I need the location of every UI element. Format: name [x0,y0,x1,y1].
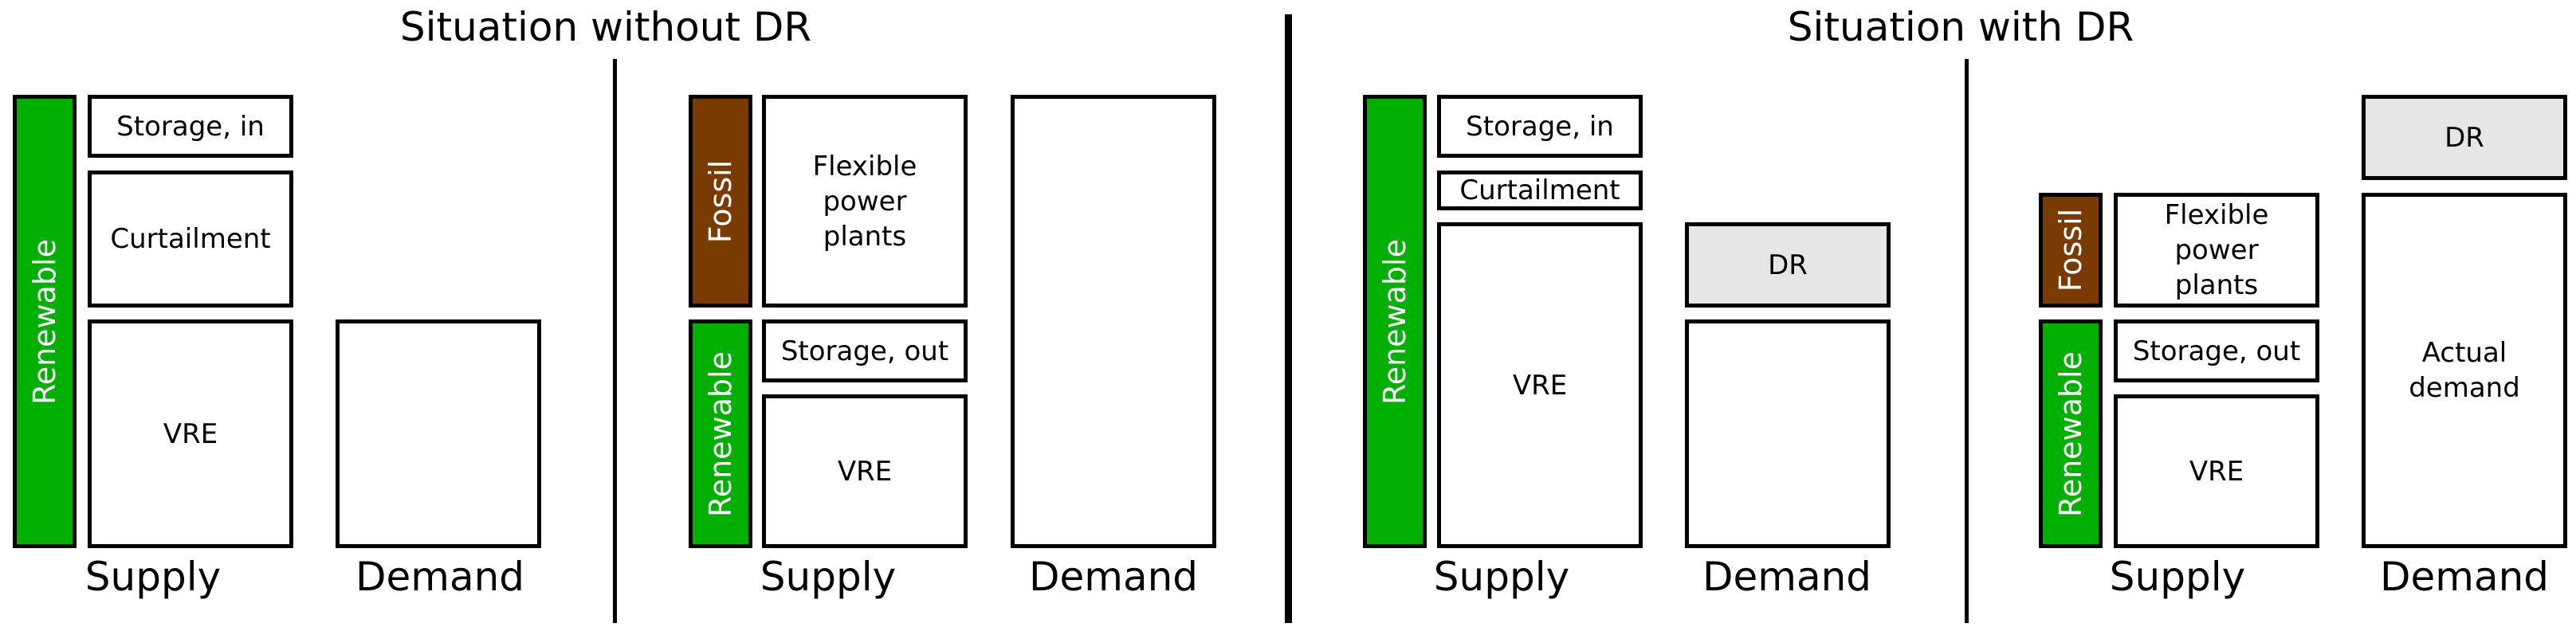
vre-box: VRE [88,319,293,548]
renewable-label: Renewable [1377,238,1412,405]
actual-demand-label: Actual demand [2409,337,2520,404]
supply-label: Supply [1433,554,1570,600]
renewable-label: Renewable [27,238,62,405]
curtailment-label: Curtailment [1459,174,1620,206]
divider-panel-3-4 [1965,59,1969,623]
storage-out-label: Storage, out [2132,335,2301,367]
curtailment-box: Curtailment [1437,170,1643,210]
flexible-power-plants-label: Flexible power plants [812,150,917,253]
curtailment-box: Curtailment [88,170,293,308]
dr-label: DR [1768,249,1808,281]
demand-box [336,319,541,548]
renewable-bar: Renewable [1363,95,1427,548]
vre-box: VRE [762,394,968,548]
supply-label: Supply [760,554,897,600]
title-with-dr: Situation with DR [1787,4,2134,50]
storage-in-box: Storage, in [1437,95,1643,158]
supply-label: Supply [84,554,222,600]
renewable-bar: Renewable [2039,319,2103,548]
storage-in-label: Storage, in [116,110,265,143]
demand-label: Demand [1702,554,1872,600]
vre-label: VRE [837,455,893,488]
renewable-bar: Renewable [13,95,77,548]
fossil-label: Fossil [703,159,738,243]
vre-box: VRE [1437,222,1643,548]
vre-box: VRE [2114,394,2319,548]
storage-in-box: Storage, in [88,95,293,158]
flexible-power-plants-box: Flexible power plants [762,95,968,308]
flexible-power-plants-label: Flexible power plants [2164,199,2269,301]
dr-label: DR [2444,121,2484,154]
demand-label: Demand [2379,554,2550,600]
vre-label: VRE [163,417,218,450]
title-without-dr: Situation without DR [399,4,812,50]
storage-out-label: Storage, out [780,335,949,367]
renewable-bar: Renewable [689,319,752,548]
flexible-power-plants-box: Flexible power plants [2114,193,2319,308]
vre-label: VRE [1512,369,1568,402]
demand-box [1685,319,1891,548]
divider-main [1285,14,1292,623]
fossil-bar: Fossil [689,95,752,308]
storage-out-box: Storage, out [2114,319,2319,382]
vre-label: VRE [2189,455,2244,488]
demand-label: Demand [355,554,525,600]
dr-box: DR [2362,95,2567,180]
renewable-label: Renewable [2053,351,2088,517]
divider-panel-1-2 [613,59,617,623]
storage-out-box: Storage, out [762,319,968,382]
curtailment-label: Curtailment [110,223,271,255]
supply-label: Supply [2109,554,2246,600]
dr-box: DR [1685,222,1891,308]
demand-box [1011,95,1216,548]
actual-demand-box: Actual demand [2362,193,2567,548]
fossil-label: Fossil [2053,208,2088,292]
fossil-bar: Fossil [2039,193,2103,308]
demand-label: Demand [1028,554,1199,600]
renewable-label: Renewable [703,351,738,517]
storage-in-label: Storage, in [1466,110,1614,143]
